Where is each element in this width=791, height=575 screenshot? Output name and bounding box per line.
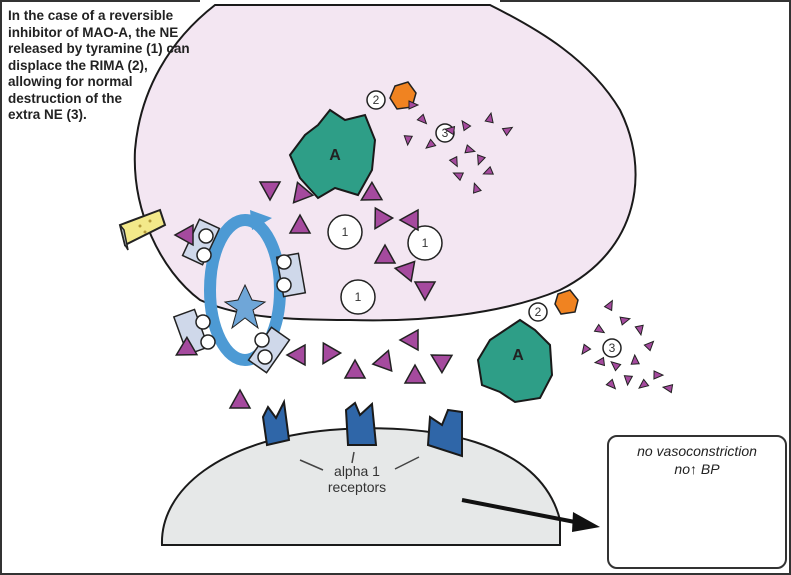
mao-a-enzyme-icon: A	[288, 108, 377, 200]
presynaptic-neuron	[133, 4, 637, 322]
alpha1-receptor-icon	[261, 398, 463, 458]
ne-triangle-icon	[593, 356, 606, 367]
arrow-up-icon: ↑	[690, 461, 697, 477]
ne-triangle-icon	[398, 328, 419, 352]
ne-triangle-icon	[630, 353, 640, 365]
rima-marker-circle	[366, 90, 386, 110]
tyramine-marker: 1	[422, 236, 429, 250]
reuptake-pump-icon	[172, 210, 307, 374]
ne-triangle-icon	[452, 172, 465, 182]
ne-triangle-icon	[393, 260, 416, 283]
ne-triangle-icon	[413, 281, 437, 302]
ne-triangle-icon	[360, 180, 384, 201]
cheese-icon	[118, 208, 167, 251]
ne-triangle-icon	[403, 363, 427, 384]
ne-triangle-icon	[322, 341, 343, 365]
rima-hexagon-icon-synaptic	[554, 289, 579, 315]
ne-triangle-icon	[501, 126, 514, 137]
ne-triangle-icon	[443, 125, 456, 136]
alpha1-receptor-label: alpha 1 receptors	[327, 463, 387, 495]
ne-triangle-icon	[430, 354, 454, 375]
ne-triangle-icon	[373, 243, 397, 264]
result-bp-prefix: no	[674, 461, 690, 477]
enzyme-label: A	[329, 147, 341, 164]
ne-triangle-icon	[472, 182, 482, 194]
ne-triangle-icon	[228, 388, 252, 409]
ne-triangle-icon	[623, 375, 634, 387]
result-line-vasoconstriction: no vasoconstriction	[637, 443, 757, 459]
tyramine-circle-icon	[327, 214, 443, 315]
enzyme-label-synaptic: A	[512, 347, 524, 364]
ne-triangle-icon	[461, 119, 472, 132]
ne-triangle-icon	[425, 138, 437, 149]
ne-triangle-icon	[610, 360, 622, 372]
rima-marker: 2	[373, 93, 380, 107]
ne-triangle-icon	[477, 154, 487, 166]
ne-triangle-icon	[403, 135, 414, 147]
ne-triangle-icon	[634, 324, 644, 337]
ne-triangle-icon	[643, 340, 655, 352]
ne-triangle-icon	[638, 378, 650, 389]
ne-triangle-icon	[285, 343, 306, 367]
ne-triangle-icon	[448, 155, 458, 168]
ne-triangle-icon	[374, 206, 395, 230]
tyramine-marker: 1	[355, 290, 362, 304]
ne-triangle-icon	[173, 223, 194, 247]
ne-triangle-icon	[288, 213, 312, 234]
ne-triangle-icon	[292, 181, 315, 204]
ne-triangle-icon	[581, 343, 592, 356]
result-line-bp: no↑ BP	[609, 461, 785, 477]
ne-triangle-icon	[408, 100, 420, 110]
rima-marker-synaptic: 2	[535, 305, 542, 319]
ne-triangle-icon	[482, 165, 495, 175]
ne-triangle-icon	[343, 358, 367, 379]
ne-triangle-icon	[605, 378, 617, 390]
ne-destruction-marker: 3	[442, 126, 449, 140]
result-bp-suffix: BP	[697, 461, 720, 477]
ne-triangle-icon	[258, 181, 282, 202]
ne-triangle-group	[173, 100, 674, 409]
ne-destruction-marker-synaptic: 3	[609, 341, 616, 355]
ne-triangle-icon	[175, 335, 199, 356]
ne-triangle-icon	[464, 144, 476, 154]
ne-triangle-icon	[416, 113, 428, 125]
ne-triangle-icon	[661, 383, 674, 394]
ne-triangle-icon	[484, 111, 494, 124]
ne-triangle-icon	[653, 370, 665, 380]
ne-triangle-icon	[593, 323, 606, 334]
tyramine-marker: 1	[342, 225, 349, 239]
ne-triangle-icon	[603, 299, 613, 312]
ne-triangle-icon	[371, 349, 393, 373]
caption-text: In the case of a reversible inhibitor of…	[8, 8, 190, 122]
ne-triangle-icon	[398, 208, 419, 232]
result-box: no vasoconstriction no↑ BP	[607, 435, 787, 569]
ne-triangle-icon	[619, 316, 632, 326]
mao-a-enzyme-icon-synaptic: A	[476, 318, 554, 404]
